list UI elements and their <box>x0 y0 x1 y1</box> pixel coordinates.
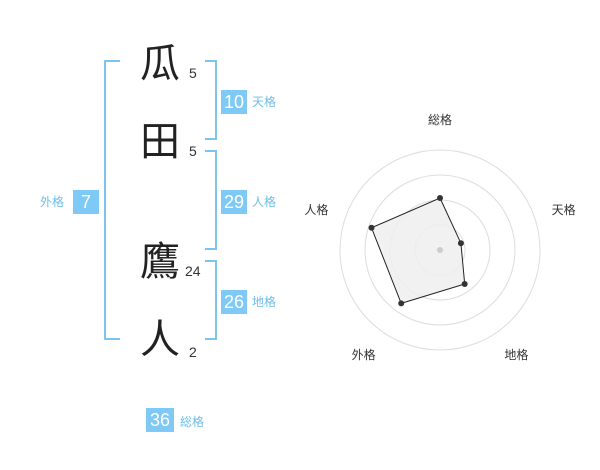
chikaku-badge: 26 <box>221 290 247 314</box>
stroke-count-3: 24 <box>185 263 201 279</box>
gaikaku-badge: 7 <box>73 190 99 214</box>
tenkaku-label: 天格 <box>252 95 277 109</box>
radar-axis-label-3: 地格 <box>504 347 528 362</box>
jinkaku-bracket <box>205 150 217 250</box>
radar-center <box>437 247 443 253</box>
radar-point-2 <box>457 240 464 247</box>
radar-axis-label-2: 天格 <box>552 202 576 217</box>
radar-axis-label-5: 人格 <box>304 202 328 217</box>
name-char-3: 鷹 <box>140 239 180 285</box>
radar-axis-label-4: 外格 <box>352 347 376 362</box>
name-char-1: 瓜 <box>140 41 180 87</box>
gaikaku-bracket <box>104 60 120 340</box>
gaikaku-label: 外格 <box>40 195 65 209</box>
radar-ring-4 <box>339 149 541 351</box>
jinkaku-label: 人格 <box>252 195 277 209</box>
jinkaku-badge: 29 <box>221 190 247 214</box>
stroke-count-2: 5 <box>189 143 197 159</box>
radar-ring-3 <box>364 174 516 326</box>
soukaku-badge: 36 <box>146 408 174 432</box>
tenkaku-badge: 10 <box>221 90 247 114</box>
tenkaku-bracket <box>205 60 217 140</box>
radar-area <box>370 197 466 305</box>
name-char-4: 人 <box>140 317 180 363</box>
chikaku-bracket <box>205 260 217 340</box>
name-char-2: 田 <box>140 119 180 165</box>
radar-axis-label-1: 総格 <box>428 112 452 127</box>
stroke-count-4: 2 <box>189 344 197 360</box>
radar-point-1 <box>437 195 443 201</box>
stroke-count-1: 5 <box>189 65 197 81</box>
soukaku-label: 総格 <box>180 415 205 429</box>
chikaku-label: 地格 <box>252 295 277 309</box>
radar-point-5 <box>368 224 375 231</box>
radar-point-3 <box>461 280 468 287</box>
radar-point-4 <box>398 300 405 307</box>
